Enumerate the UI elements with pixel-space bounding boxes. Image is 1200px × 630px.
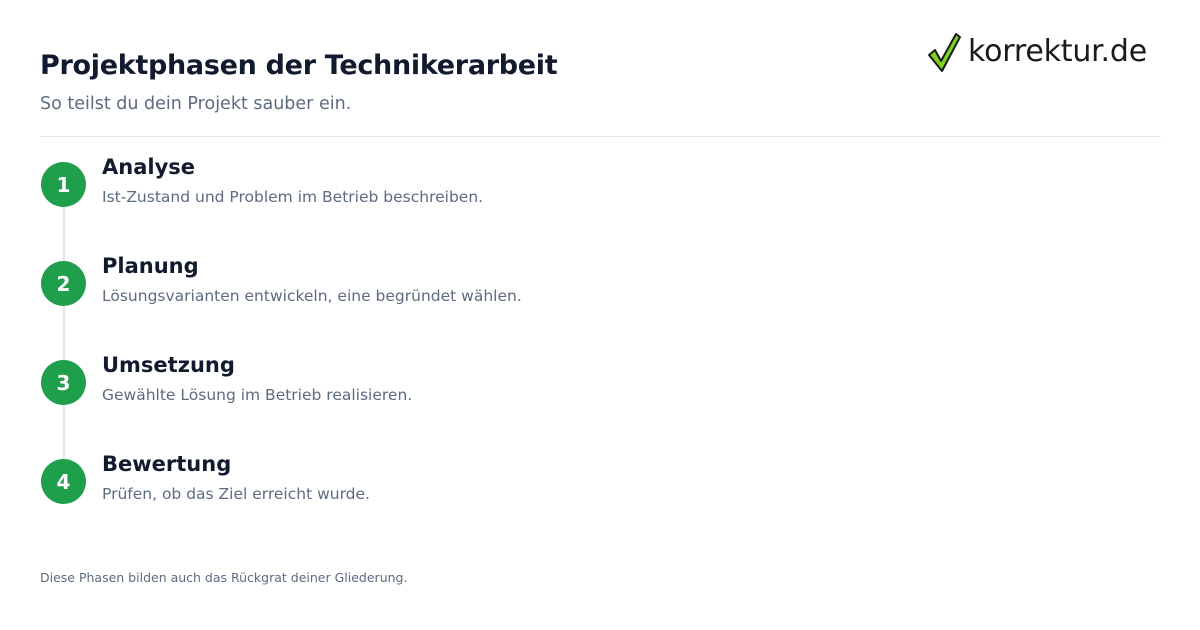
step-title: Planung (102, 254, 199, 278)
footer-note: Diese Phasen bilden auch das Rückgrat de… (40, 570, 408, 585)
step-connector (63, 207, 65, 261)
step-title: Bewertung (102, 452, 232, 476)
step-number-badge: 3 (41, 360, 86, 405)
page-subtitle: So teilst du dein Projekt sauber ein. (40, 94, 352, 114)
brand-name: korrektur.de (968, 34, 1147, 69)
page-title: Projektphasen der Technikerarbeit (40, 50, 558, 81)
step-number-badge: 1 (41, 162, 86, 207)
brand-logo[interactable]: korrektur.de (926, 30, 1147, 74)
step-title: Umsetzung (102, 353, 235, 377)
step-description: Prüfen, ob das Ziel erreicht wurde. (102, 485, 370, 503)
header-divider (40, 136, 1161, 137)
step-description: Lösungsvarianten entwickeln, eine begrün… (102, 287, 522, 305)
step-connector (63, 405, 65, 459)
step-connector (63, 306, 65, 360)
step-description: Ist-Zustand und Problem im Betrieb besch… (102, 188, 484, 206)
step-number-badge: 4 (41, 459, 86, 504)
checkmark-icon (928, 33, 961, 72)
step-description: Gewählte Lösung im Betrieb realisieren. (102, 386, 413, 404)
step-title: Analyse (102, 155, 196, 179)
step-number-badge: 2 (41, 261, 86, 306)
